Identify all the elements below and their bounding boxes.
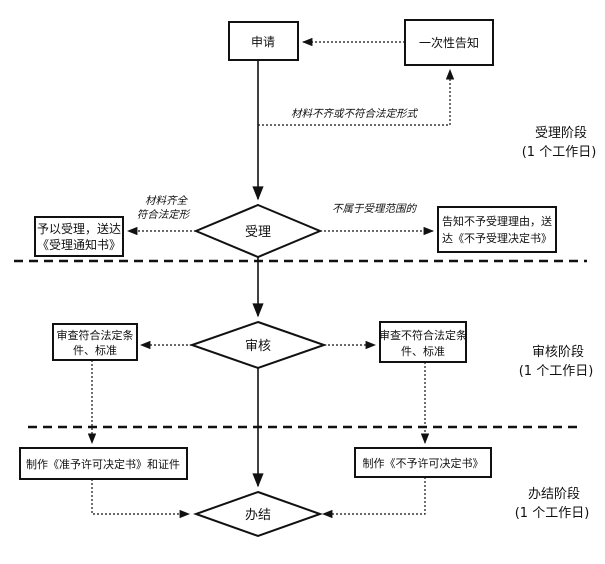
make-denial-box xyxy=(354,447,492,478)
arrow-denial-to-complete xyxy=(321,477,426,519)
review-pass-line1: 审查符合法定条 xyxy=(57,328,134,342)
make-permit-label: 制作《准予许可决定书》和证件 xyxy=(26,457,180,471)
accept-no-line2: 达《不予受理决定书》 xyxy=(442,231,552,245)
stage-review-name: 审核阶段 xyxy=(532,345,584,360)
review-fail-line1: 审查不符合法定条 xyxy=(379,328,467,342)
one-time-notice-box xyxy=(404,19,494,66)
complete-diamond xyxy=(193,490,323,538)
stage-complete-duration: (1 个工作日) xyxy=(515,506,590,521)
edge-label-materials-complete-line1: 材料齐全 xyxy=(145,195,188,207)
review-label: 审核 xyxy=(245,339,271,354)
make-denial-label: 制作《不予许可决定书》 xyxy=(363,456,484,470)
accept-yes-line1: 予以受理，送达 xyxy=(37,221,121,236)
one-time-notice-label: 一次性告知 xyxy=(419,36,479,50)
accept-yes-line2: 《受理通知书》 xyxy=(37,238,121,252)
stage-accept-duration: (1 个工作日) xyxy=(522,145,597,160)
accept-yes-box xyxy=(34,216,124,257)
edge-label-materials-incomplete: 材料不齐或不符合法定形式 xyxy=(291,108,418,120)
edge-label-out-of-scope: 不属于受理范围的 xyxy=(332,203,417,215)
accept-no-box xyxy=(437,206,557,253)
apply-box xyxy=(228,21,299,61)
arrow-permit-to-complete xyxy=(91,479,191,519)
accept-diamond xyxy=(193,203,323,259)
review-diamond xyxy=(188,320,328,370)
review-pass-line2: 件、标准 xyxy=(73,343,117,357)
accept-label: 受理 xyxy=(245,225,271,240)
review-fail-box xyxy=(379,321,467,363)
make-permit-box xyxy=(19,447,188,480)
stage-accept-name: 受理阶段 xyxy=(535,126,587,141)
arrow-incomplete-to-notice xyxy=(258,68,455,126)
apply-label: 申请 xyxy=(251,35,275,49)
edge-label-materials-complete-line2: 符合法定形 xyxy=(137,209,191,221)
stage-complete-name: 办结阶段 xyxy=(528,487,580,502)
stage-review-duration: (1 个工作日) xyxy=(519,364,594,379)
review-fail-line2: 件、标准 xyxy=(401,344,445,358)
complete-label: 办结 xyxy=(245,508,271,523)
accept-no-line1: 告知不予受理理由，送 xyxy=(442,214,552,228)
review-pass-box xyxy=(52,323,138,361)
